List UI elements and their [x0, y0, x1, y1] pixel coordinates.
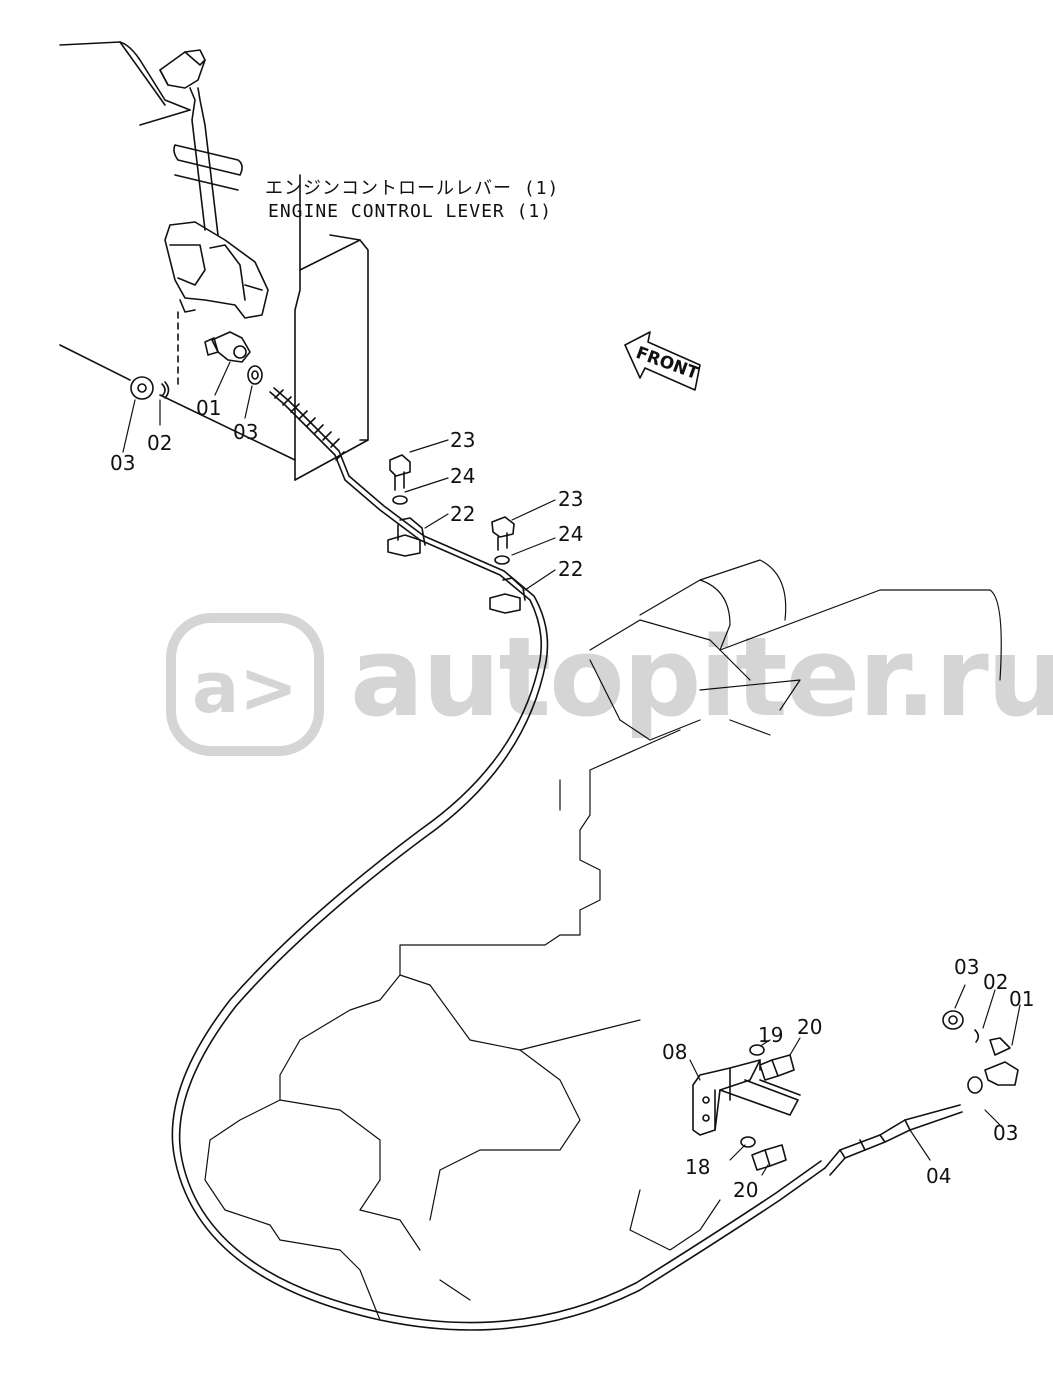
clamp-upper: [387, 517, 426, 557]
callout-08: 08: [662, 1040, 688, 1064]
callout-03: 03: [233, 420, 259, 444]
callout-18: 18: [685, 1155, 711, 1179]
callout-20: 20: [797, 1015, 823, 1039]
callout-02: 02: [983, 970, 1009, 994]
callout-24: 24: [558, 522, 584, 546]
callout-22: 22: [558, 557, 584, 581]
left-ball-joint: [130, 331, 263, 400]
engine-control-lever: [159, 49, 269, 389]
title-english: ENGINE CONTROL LEVER (1): [268, 201, 553, 222]
bolt-upper: [389, 454, 411, 505]
callout-03: 03: [110, 451, 136, 475]
callout-04: 04: [926, 1164, 952, 1188]
callout-20: 20: [733, 1178, 759, 1202]
cable-end-fitting: [824, 1010, 1019, 1176]
leader-lines: [122, 361, 1021, 1176]
control-cable: [171, 387, 826, 1331]
callout-01: 01: [1009, 987, 1035, 1011]
callout-22: 22: [450, 502, 476, 526]
engine-outline: [204, 559, 1002, 1321]
callout-19: 19: [758, 1023, 784, 1047]
title-japanese: エンジンコントロールレバー (1): [265, 178, 560, 199]
callout-02: 02: [147, 431, 173, 455]
console-panel: [59, 41, 369, 481]
clamp-lower: [489, 577, 526, 614]
callout-23: 23: [558, 487, 584, 511]
front-arrow-icon: [624, 331, 701, 391]
callout-24: 24: [450, 464, 476, 488]
callout-03: 03: [954, 955, 980, 979]
bracket: [692, 1044, 801, 1171]
bolt-lower: [491, 516, 515, 565]
callout-23: 23: [450, 428, 476, 452]
callout-01: 01: [196, 396, 222, 420]
callout-03: 03: [993, 1121, 1019, 1145]
